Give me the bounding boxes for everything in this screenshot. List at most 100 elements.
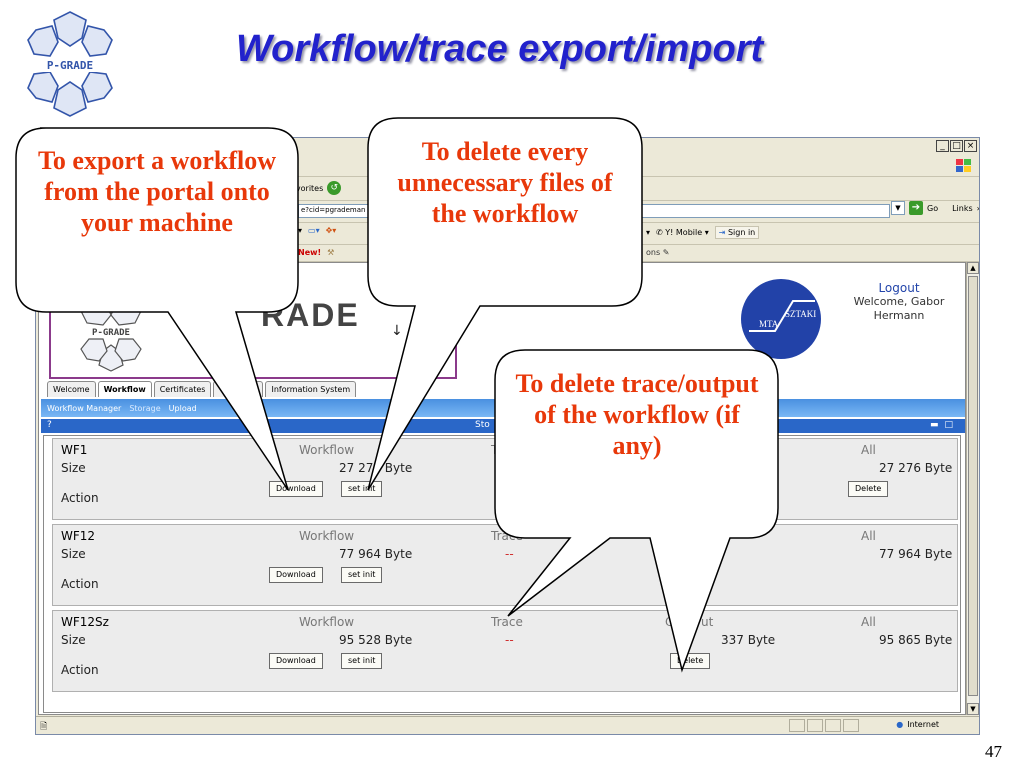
globe-icon: ● <box>896 720 904 729</box>
workflow-size: 95 528 Byte <box>339 633 413 647</box>
storage-title: Sto <box>475 420 490 430</box>
welcome-line-1: Welcome, Gabor <box>853 295 945 308</box>
go-controls: ▼ ➔ Go Links » <box>891 201 979 215</box>
tab-workflow[interactable]: Workflow <box>97 381 152 397</box>
all-column-head: All <box>861 529 876 543</box>
scroll-up-icon[interactable]: ▲ <box>967 262 979 274</box>
set-init-button[interactable]: set init <box>341 567 383 583</box>
favorites-button[interactable]: avorites ↺ <box>291 181 342 195</box>
page-icon: 🗎 <box>40 722 48 732</box>
workflow-row: WF12Sz Size Action Workflow 95 528 Byte … <box>52 610 958 692</box>
toolbar-overflow-icon[interactable]: » <box>977 204 979 213</box>
status-bar: 🗎 ● Internet <box>36 716 979 734</box>
tab-welcome[interactable]: Welcome <box>47 381 96 397</box>
tab-certificates[interactable]: Certificates <box>153 381 212 397</box>
yahoo-toolbar: ▾ ✆ Y! Mobile ▾ ⇥ Sign in <box>646 226 760 239</box>
workflow-storage-list: WF1 Size Action Workflow 27 276 Byte Tr … <box>43 435 961 713</box>
window-controls: _ □ × <box>936 140 977 152</box>
portal-tabs: Welcome Workflow Certificates Informatio… <box>47 381 357 397</box>
sub-navigation: Workflow Manager Storage Upload <box>41 399 965 417</box>
security-zone: ● Internet <box>896 720 939 729</box>
status-panels <box>789 719 859 732</box>
slide-title: Workflow/trace export/import <box>236 28 764 70</box>
workflow-row: WF12 Size Action Workflow 77 964 Byte Tr… <box>52 524 958 606</box>
vertical-scrollbar[interactable]: ▲ ▼ <box>966 262 979 715</box>
all-column-head: All <box>861 615 876 629</box>
size-label: Size <box>61 633 86 647</box>
minimize-icon[interactable]: _ <box>936 140 949 152</box>
pencil-icon[interactable]: ✎ <box>662 248 670 257</box>
trace-column-head: Trace <box>491 615 523 629</box>
go-button[interactable]: Go <box>927 203 939 213</box>
trace-size: -- <box>505 547 514 561</box>
action-label: Action <box>61 663 99 677</box>
trace-size: -- <box>505 633 514 647</box>
scroll-thumb[interactable] <box>968 276 978 696</box>
windows-flag-icon <box>955 158 973 174</box>
workflow-name: WF12Sz <box>61 615 109 629</box>
welcome-line-2: Hermann <box>873 309 925 322</box>
portal-banner: P-GRADE RADE ↓ p <box>49 263 457 379</box>
sign-in-link[interactable]: ⇥ Sign in <box>714 226 760 239</box>
trace-column-head: Tr <box>491 443 502 457</box>
workflow-column-head: Workflow <box>299 615 355 629</box>
download-button[interactable]: Download <box>269 481 323 497</box>
workflow-column-head: Workflow <box>299 443 355 457</box>
subnav-storage[interactable]: Storage <box>129 403 161 413</box>
tab-hidden[interactable] <box>213 381 264 397</box>
delete-output-button[interactable]: Delete <box>670 653 711 669</box>
slide-number: 47 <box>985 742 1002 761</box>
new-badge[interactable]: New! <box>298 248 322 257</box>
close-icon[interactable]: × <box>964 140 977 152</box>
maximize-portlet-icon[interactable]: □ <box>944 420 959 430</box>
subnav-upload[interactable]: Upload <box>168 403 197 413</box>
callout-delete-files-text: To delete every unnecessary files of the… <box>397 137 613 229</box>
workflow-name: WF1 <box>61 443 88 457</box>
portlet-controls: ▬□ <box>930 420 959 430</box>
scroll-down-icon[interactable]: ▼ <box>967 703 979 715</box>
set-init-button[interactable]: set init <box>341 653 383 669</box>
go-arrow-icon[interactable]: ➔ <box>909 201 923 215</box>
all-size: 27 276 Byte <box>879 461 953 475</box>
svg-text:P-GRADE: P-GRADE <box>47 59 93 72</box>
extra-toolbar-items: New! ⚒ <box>298 248 334 257</box>
delete-all-button[interactable]: Delete <box>848 481 889 497</box>
trace-column-head: Trace <box>491 529 523 543</box>
download-button[interactable]: Download <box>269 567 323 583</box>
output-column-head: Ou <box>665 615 683 629</box>
history-icon[interactable]: ↺ <box>327 181 342 195</box>
output-size: 337 Byte <box>721 633 776 647</box>
all-size: 95 865 Byte <box>879 633 953 647</box>
sign-in-icon: ⇥ <box>718 228 726 237</box>
address-dropdown-icon[interactable]: ▼ <box>891 201 905 215</box>
extra-toolbar <box>36 244 979 262</box>
toolbar-fragment-label: ons ✎ <box>646 248 670 257</box>
toolbar-dropdown-icon[interactable]: ▾ <box>646 228 651 237</box>
toolbar-dropdown-icon[interactable]: ▾ <box>298 226 303 235</box>
workflow-size: 77 964 Byte <box>339 547 413 561</box>
maximize-icon[interactable]: □ <box>950 140 963 152</box>
size-label: Size <box>61 547 86 561</box>
download-button[interactable]: Download <box>269 653 323 669</box>
yahoo-toolbar-left: ▾ ▭▾ ✥▾ <box>298 226 336 235</box>
svg-text:P-GRADE: P-GRADE <box>92 328 130 338</box>
action-label: Action <box>61 491 99 505</box>
svg-text:MTA: MTA <box>759 319 779 329</box>
workflow-row: WF1 Size Action Workflow 27 276 Byte Tr … <box>52 438 958 520</box>
page-menu-icon[interactable]: ▭▾ <box>308 226 320 235</box>
help-icon[interactable]: ? <box>47 420 52 430</box>
links-button[interactable]: Links <box>952 203 973 213</box>
callout-delete-trace-text: To delete trace/output of the workflow (… <box>515 369 759 461</box>
mobile-link[interactable]: ✆ Y! Mobile ▾ <box>656 228 709 237</box>
logout-link[interactable]: Logout <box>878 281 920 295</box>
set-init-button[interactable]: set init <box>341 481 383 497</box>
minimize-portlet-icon[interactable]: ▬ <box>929 420 945 430</box>
storage-portlet-header: ? Sto ▬□ <box>41 419 965 433</box>
workflow-name: WF12 <box>61 529 96 543</box>
tab-information-system[interactable]: Information System <box>265 381 357 397</box>
mta-sztaki-logo: MTA SZTAKI <box>739 277 823 361</box>
compass-icon[interactable]: ✥▾ <box>325 226 337 235</box>
action-label: Action <box>61 577 99 591</box>
subnav-workflow-manager[interactable]: Workflow Manager <box>47 403 122 413</box>
tool-icon[interactable]: ⚒ <box>327 248 335 257</box>
